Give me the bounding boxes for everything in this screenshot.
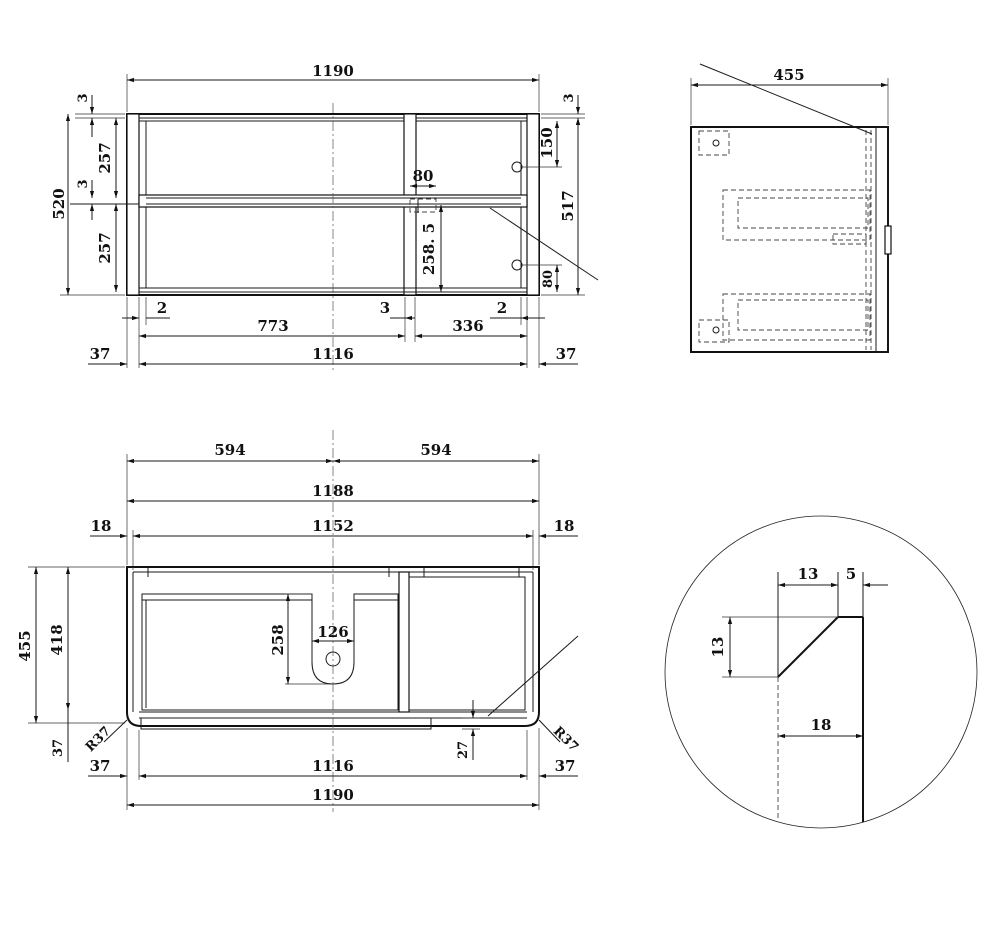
- dim-bottom-37: 37: [51, 739, 66, 757]
- dim-detail-side-13: 13: [709, 637, 727, 658]
- side-bracket-top: [698, 130, 730, 156]
- dim-right-gap: 2: [497, 299, 507, 317]
- side-upper-drawer: [722, 189, 871, 241]
- dim-inner-width: 1116: [312, 345, 354, 363]
- front-view: 1190 3 520 257 3 257 3 517 150: [50, 62, 599, 372]
- dim-width-1188: 1188: [312, 482, 354, 500]
- dim-left-door-width: 773: [257, 317, 288, 335]
- side-outer-frame: [690, 126, 889, 353]
- front-handle: [409, 198, 437, 213]
- detail-circle: [664, 515, 978, 829]
- dim-hole-top-offset: 150: [538, 127, 556, 158]
- dim-overall-width: 1190: [312, 62, 354, 80]
- side-lower-drawer: [722, 293, 871, 341]
- dim-middle-gap: 3: [380, 299, 390, 317]
- dim-shelf-gap: 3: [76, 179, 91, 188]
- side-view: 455: [690, 63, 892, 353]
- dim-overall-height: 520: [50, 188, 68, 219]
- dim-cutout-depth: 258: [269, 624, 287, 655]
- dim-inner-height: 517: [559, 190, 577, 221]
- dim-right-door-width: 336: [452, 317, 483, 335]
- dim-detail-thickness: 18: [811, 716, 832, 734]
- dim-depth-418: 418: [48, 624, 66, 655]
- dim-half-left: 594: [214, 441, 245, 459]
- dim-right-37: 37: [555, 757, 576, 775]
- detail-view: 13 5 13 18: [664, 515, 978, 829]
- dim-lower-compartment: 257: [96, 232, 114, 263]
- dim-depth-455: 455: [16, 630, 34, 661]
- dim-left-side: 18: [91, 517, 112, 535]
- side-handle: [884, 225, 892, 255]
- radius-right: R37: [550, 724, 581, 755]
- radius-left: R37: [83, 724, 114, 755]
- dim-overall-1190: 1190: [312, 786, 354, 804]
- dim-upper-compartment: 257: [96, 142, 114, 173]
- side-bracket-bottom: [698, 319, 730, 343]
- dim-front-27: 27: [456, 741, 471, 759]
- dim-detail-top-13: 13: [798, 565, 819, 583]
- top-view: 594 594 1188 18 1152 18 455 418 37 R37 R…: [16, 430, 581, 812]
- dim-left-gap: 2: [157, 299, 167, 317]
- dim-handle-width: 80: [413, 167, 434, 185]
- dim-cutout-width: 126: [317, 623, 348, 641]
- dim-left-37: 37: [90, 757, 111, 775]
- dim-detail-top-5: 5: [846, 565, 856, 583]
- top-sink-cutout: [141, 593, 399, 711]
- dim-top-gap-left: 3: [76, 93, 91, 102]
- dim-handle-height: 258. 5: [420, 223, 438, 275]
- dim-depth: 455: [773, 66, 804, 84]
- dim-inner-1152: 1152: [312, 517, 354, 535]
- dim-right-side: 18: [554, 517, 575, 535]
- dim-right-inset: 37: [556, 345, 577, 363]
- dim-left-inset: 37: [90, 345, 111, 363]
- dim-hole-bottom-offset: 80: [541, 270, 556, 288]
- top-outer-outline: [126, 566, 540, 727]
- dim-half-right: 594: [420, 441, 451, 459]
- dim-inner-1116: 1116: [312, 757, 354, 775]
- dim-top-gap-right: 3: [562, 93, 577, 102]
